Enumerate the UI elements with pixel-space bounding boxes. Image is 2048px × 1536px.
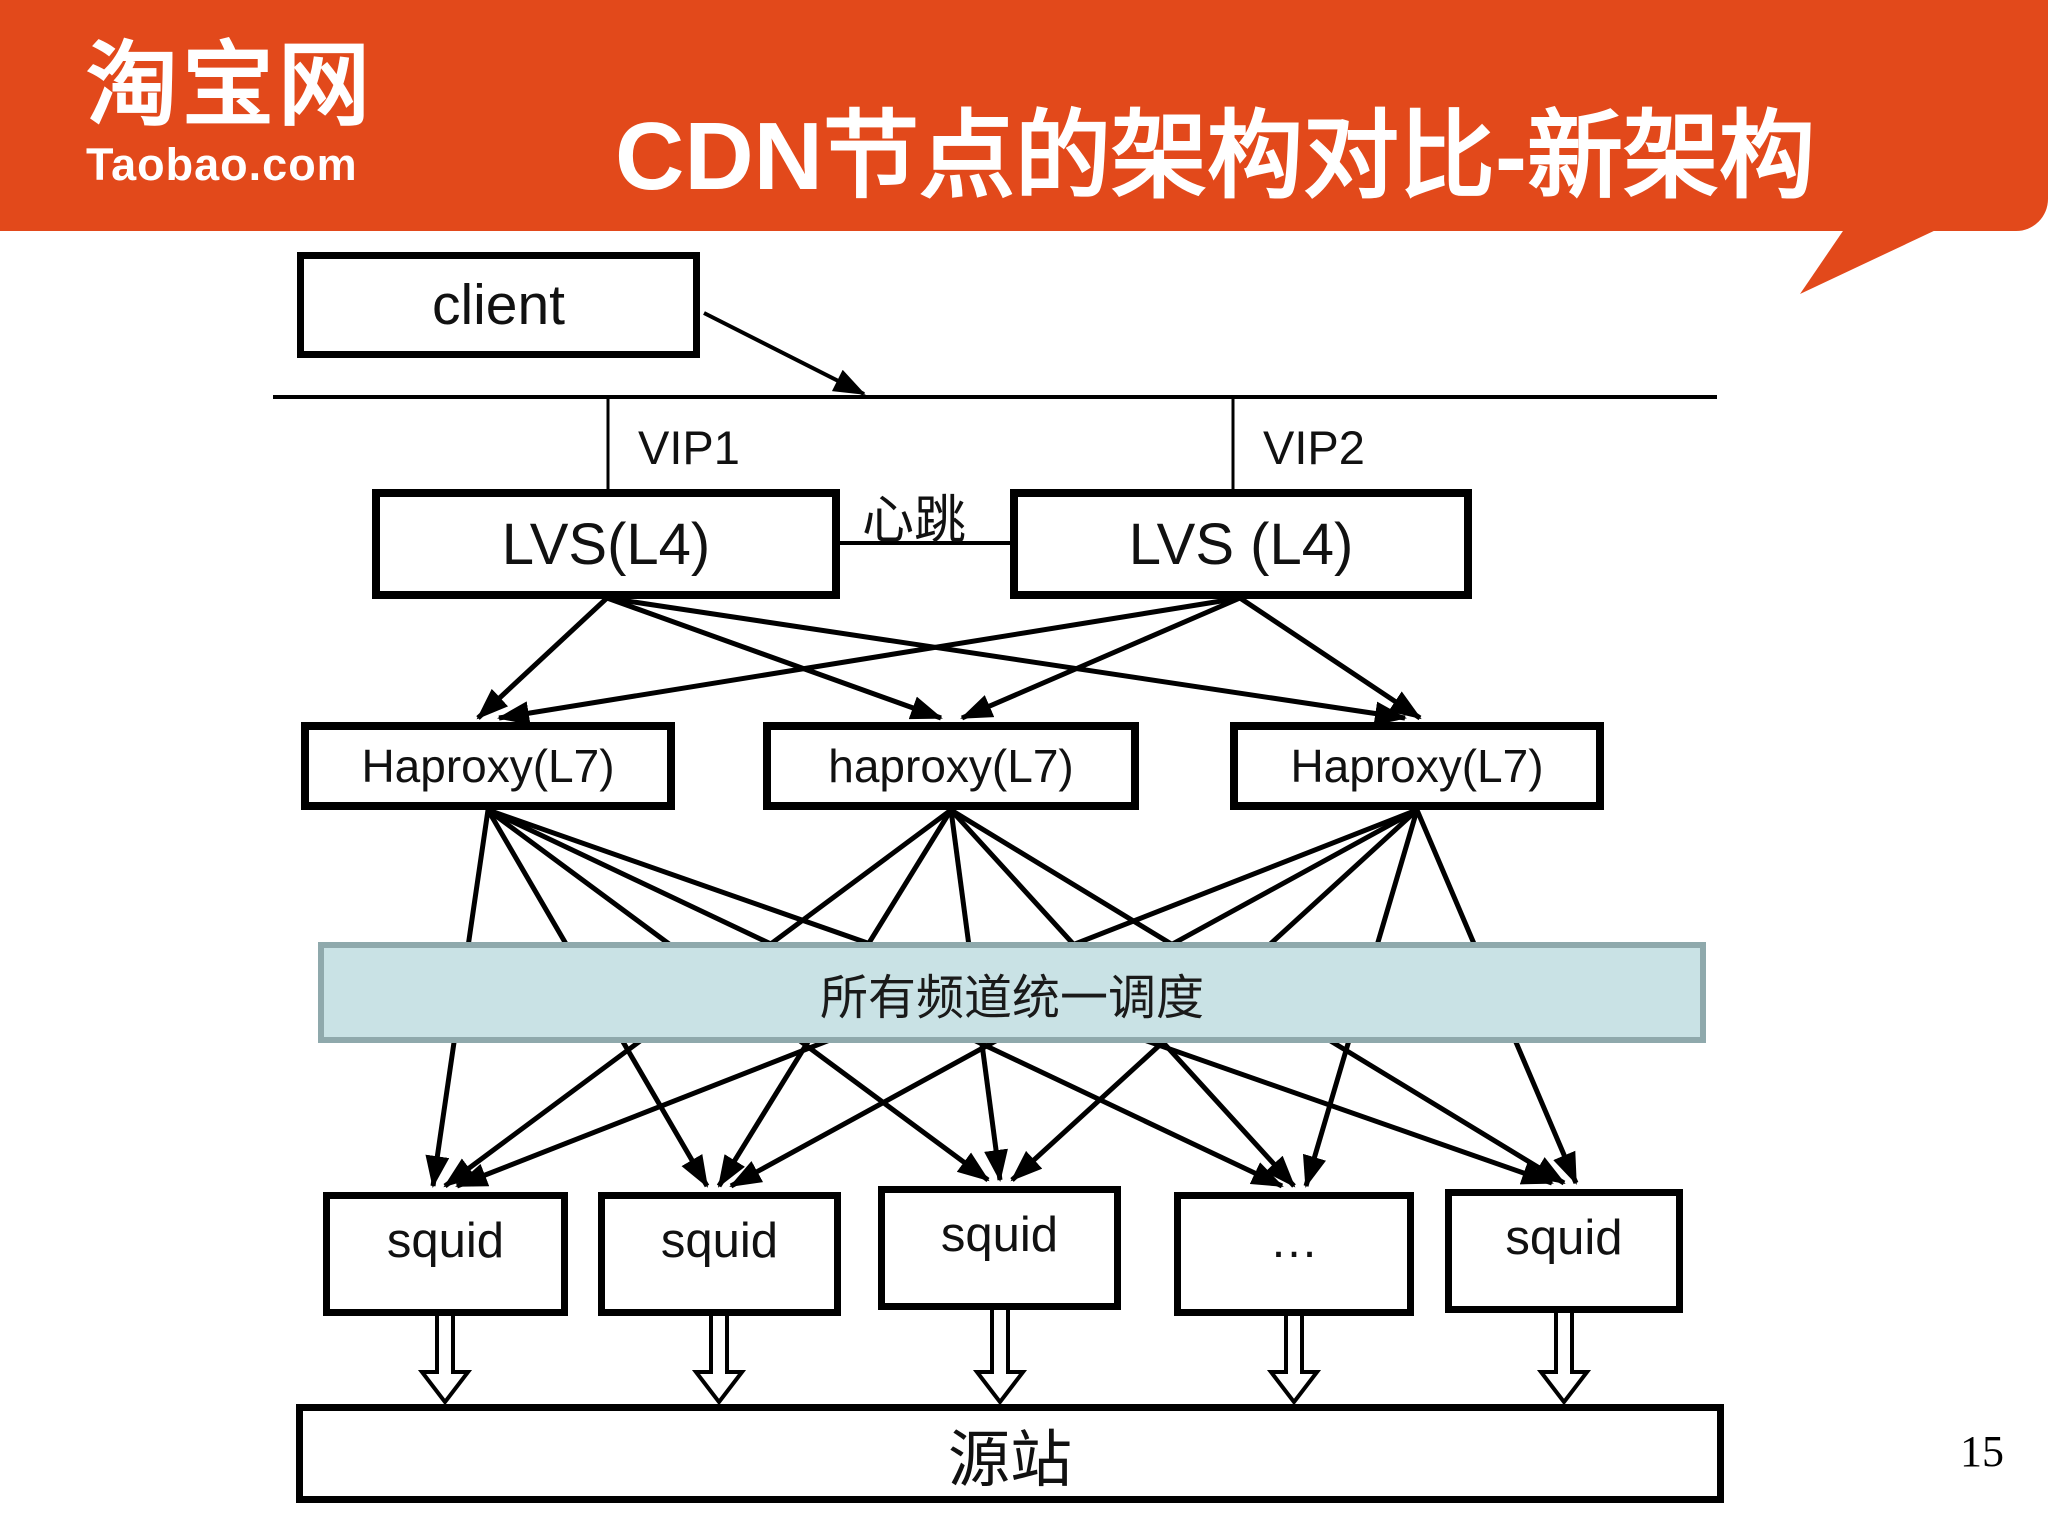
slide-title: CDN节点的架构对比-新架构 [615, 103, 1815, 210]
header-banner: 淘宝网 Taobao.com CDN节点的架构对比-新架构 [0, 0, 2048, 231]
vip2-label: VIP2 [1263, 421, 1365, 474]
taobao-logo-en: Taobao.com [86, 139, 358, 190]
scheduler-bar: 所有频道统一调度 [318, 942, 1706, 1043]
origin-box: 源站 [296, 1404, 1724, 1503]
squid-to-origin-block-arrows [417, 1302, 1592, 1406]
lvs-box-1: LVS(L4) [372, 489, 840, 599]
lvs-box-2: LVS (L4) [1010, 489, 1472, 599]
squid-box-5: squid [1445, 1189, 1683, 1313]
haproxy-box-3: Haproxy(L7) [1230, 722, 1604, 810]
squid-box-1: squid [323, 1192, 568, 1316]
client-box: client [297, 252, 700, 358]
heartbeat-label: 心跳 [862, 493, 967, 550]
taobao-logo-cn: 淘宝网 [86, 35, 375, 137]
taobao-logo: 淘宝网 Taobao.com [86, 40, 374, 187]
squid-box-3: squid [878, 1186, 1121, 1310]
speech-tail [1800, 228, 1938, 294]
lvs-to-haproxy-arrows [476, 595, 1422, 726]
squid-box-2: squid [598, 1192, 841, 1316]
vip1-label: VIP1 [638, 421, 740, 474]
squid-box-4: … [1174, 1192, 1414, 1316]
haproxy-box-2: haproxy(L7) [763, 722, 1139, 810]
haproxy-box-1: Haproxy(L7) [301, 722, 675, 810]
page-number: 15 [1960, 1427, 2004, 1476]
client-arrow [703, 311, 866, 396]
